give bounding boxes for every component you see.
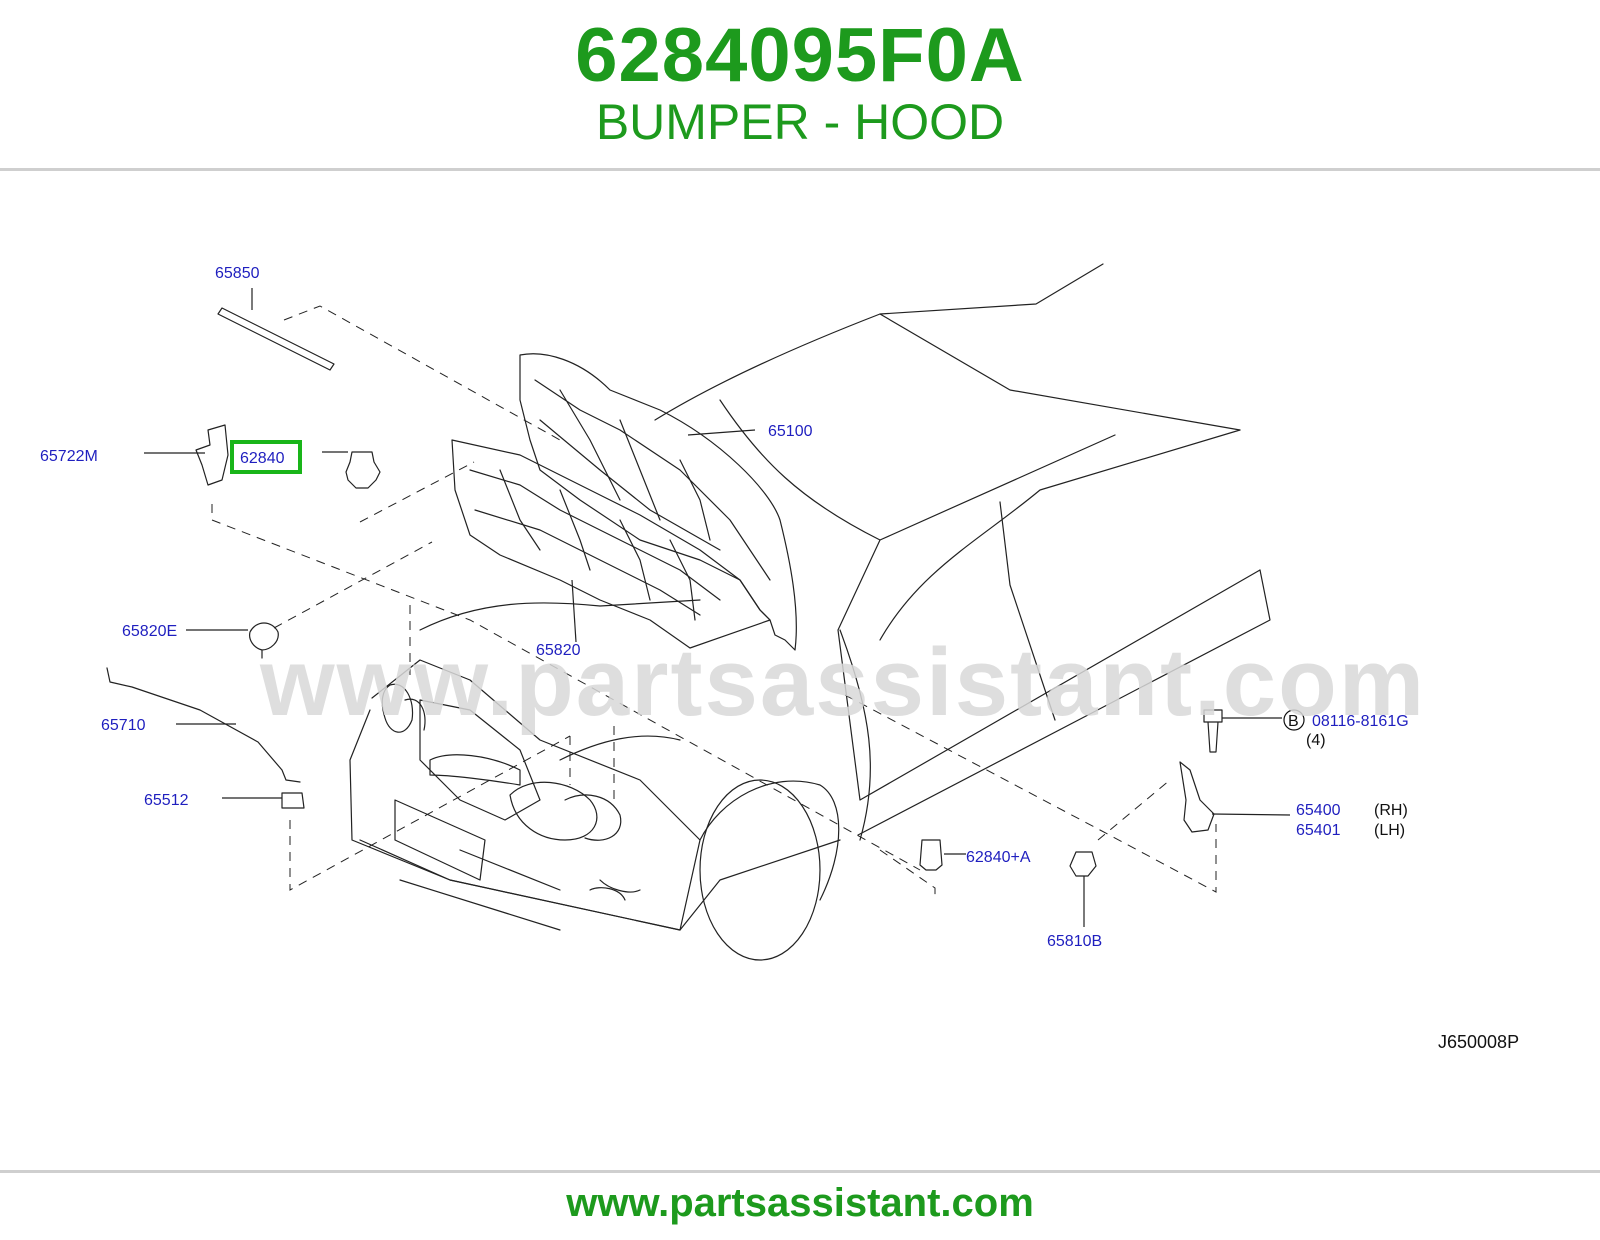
bolt-marker-circle — [1283, 709, 1305, 731]
footer-divider — [0, 1170, 1600, 1173]
nut-65810B-drawing — [1069, 851, 1097, 877]
hood-outer-drawing — [519, 353, 797, 651]
callout-62840A[interactable]: 62840+A — [966, 849, 1031, 866]
callout-65401-side: (LH) — [1374, 822, 1405, 839]
callout-65400-side: (RH) — [1374, 802, 1408, 819]
highlight-box-62840 — [230, 440, 302, 474]
clip-65820E-drawing — [249, 622, 279, 659]
callout-65400[interactable]: 65400 — [1296, 802, 1341, 819]
callout-65512[interactable]: 65512 — [144, 792, 189, 809]
leader-lines — [144, 288, 1291, 927]
parts-diagram-svg: 65850 65722M 62840 65100 65820E 65820 65… — [40, 263, 1519, 1052]
hinge-65400-drawing — [1179, 761, 1215, 833]
callout-65820E[interactable]: 65820E — [122, 623, 177, 640]
callout-65401[interactable]: 65401 — [1296, 822, 1341, 839]
callout-65100[interactable]: 65100 — [768, 423, 813, 440]
part-number-title: 6284095F0A — [575, 13, 1025, 98]
bracket-65722M-drawing — [195, 424, 229, 486]
car-body-drawing — [349, 263, 1271, 961]
parts-diagram: 65850 65722M 62840 65100 65820E 65820 65… — [0, 240, 1600, 1100]
diagram-code: J650008P — [1438, 1032, 1519, 1052]
callout-65810B[interactable]: 65810B — [1047, 933, 1102, 950]
callout-08116-8161G[interactable]: 08116-8161G — [1312, 713, 1409, 730]
bolt-marker-letter: B — [1288, 713, 1299, 730]
section-title: BUMPER - HOOD — [595, 94, 1005, 150]
dashed-assembly-lines — [211, 305, 1217, 900]
footer-url-link[interactable]: www.partsassistant.com — [566, 1181, 1034, 1225]
header-divider — [0, 168, 1600, 171]
watermark: www.partsassistant.com — [260, 629, 1427, 736]
bumper-stop-62840-drawing — [345, 451, 381, 489]
callout-65710[interactable]: 65710 — [101, 717, 146, 734]
bolt-quantity: (4) — [1306, 732, 1326, 749]
callout-65820[interactable]: 65820 — [536, 642, 581, 659]
callout-65850[interactable]: 65850 — [215, 265, 260, 282]
page-header: 6284095F0A BUMPER - HOOD — [0, 0, 1600, 168]
callout-65722M[interactable]: 65722M — [40, 448, 98, 465]
hood-seal-strip-drawing — [217, 307, 335, 371]
bumper-stop-62840A-drawing — [919, 839, 943, 871]
callout-62840-highlighted[interactable]: 62840 — [240, 450, 285, 467]
hood-insulator-drawing — [451, 439, 771, 649]
bolt-08116-drawing — [1203, 709, 1223, 753]
grommet-65512-drawing — [281, 792, 305, 809]
support-rod-65710-drawing — [106, 667, 301, 783]
